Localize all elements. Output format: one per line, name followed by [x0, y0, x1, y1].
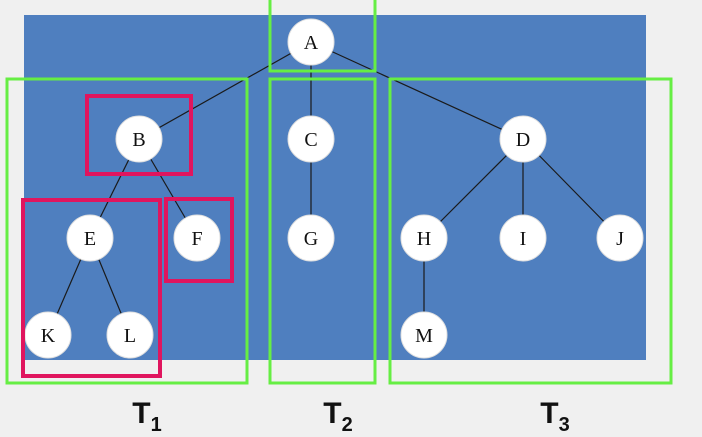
pink-box-b — [85, 94, 193, 176]
node-circle — [287, 115, 335, 163]
edge-a-d — [310, 41, 524, 140]
edge-a-b — [138, 41, 312, 140]
green-box-root — [268, 0, 377, 73]
node-circle — [106, 311, 154, 359]
node-circle — [115, 115, 163, 163]
blue-panel — [24, 15, 646, 360]
pink-box-f — [164, 197, 234, 283]
node-h: H — [400, 214, 448, 262]
subtree-label-base: T — [540, 397, 558, 430]
subtree-label-subscript: 1 — [151, 414, 162, 436]
subtree-label-t1: T1 — [132, 397, 161, 436]
node-c: C — [287, 115, 335, 163]
node-circle — [596, 214, 644, 262]
subtree-label-t2: T2 — [323, 397, 352, 436]
green-box-t1 — [5, 77, 249, 385]
node-m: M — [400, 311, 448, 359]
green-box-t2 — [268, 77, 377, 385]
node-e: E — [66, 214, 114, 262]
node-d: D — [499, 115, 547, 163]
node-label: L — [124, 325, 136, 347]
node-label: G — [304, 228, 318, 250]
green-box-t3 — [388, 77, 673, 385]
pink-boxes-layer — [21, 94, 234, 378]
subtree-label-base: T — [132, 397, 150, 430]
node-label: C — [304, 129, 317, 151]
subtree-label-t3: T3 — [540, 397, 569, 436]
green-boxes-layer — [5, 0, 673, 385]
node-label: H — [417, 228, 431, 250]
node-i: I — [499, 214, 547, 262]
node-circle — [499, 115, 547, 163]
subtree-label-subscript: 3 — [559, 414, 570, 436]
node-circle — [499, 214, 547, 262]
node-f: F — [173, 214, 221, 262]
node-a: A — [287, 18, 335, 66]
node-circle — [287, 214, 335, 262]
pink-box-ekl — [21, 198, 162, 378]
node-label: F — [191, 228, 202, 250]
node-label: K — [41, 325, 56, 347]
node-label: J — [616, 228, 624, 250]
nodes-layer: A B C D E F G H I J K L M — [24, 18, 644, 359]
node-label: D — [516, 129, 530, 151]
node-k: K — [24, 311, 72, 359]
node-g: G — [287, 214, 335, 262]
subtree-label-subscript: 2 — [342, 414, 353, 436]
node-circle — [287, 18, 335, 66]
node-l: L — [106, 311, 154, 359]
node-circle — [173, 214, 221, 262]
subtree-label-base: T — [323, 397, 341, 430]
node-b: B — [115, 115, 163, 163]
node-label: I — [520, 228, 527, 250]
node-circle — [400, 214, 448, 262]
node-label: B — [132, 129, 145, 151]
node-label: A — [304, 32, 319, 54]
node-label: M — [415, 325, 433, 347]
node-circle — [66, 214, 114, 262]
node-circle — [400, 311, 448, 359]
node-label: E — [84, 228, 96, 250]
node-j: J — [596, 214, 644, 262]
